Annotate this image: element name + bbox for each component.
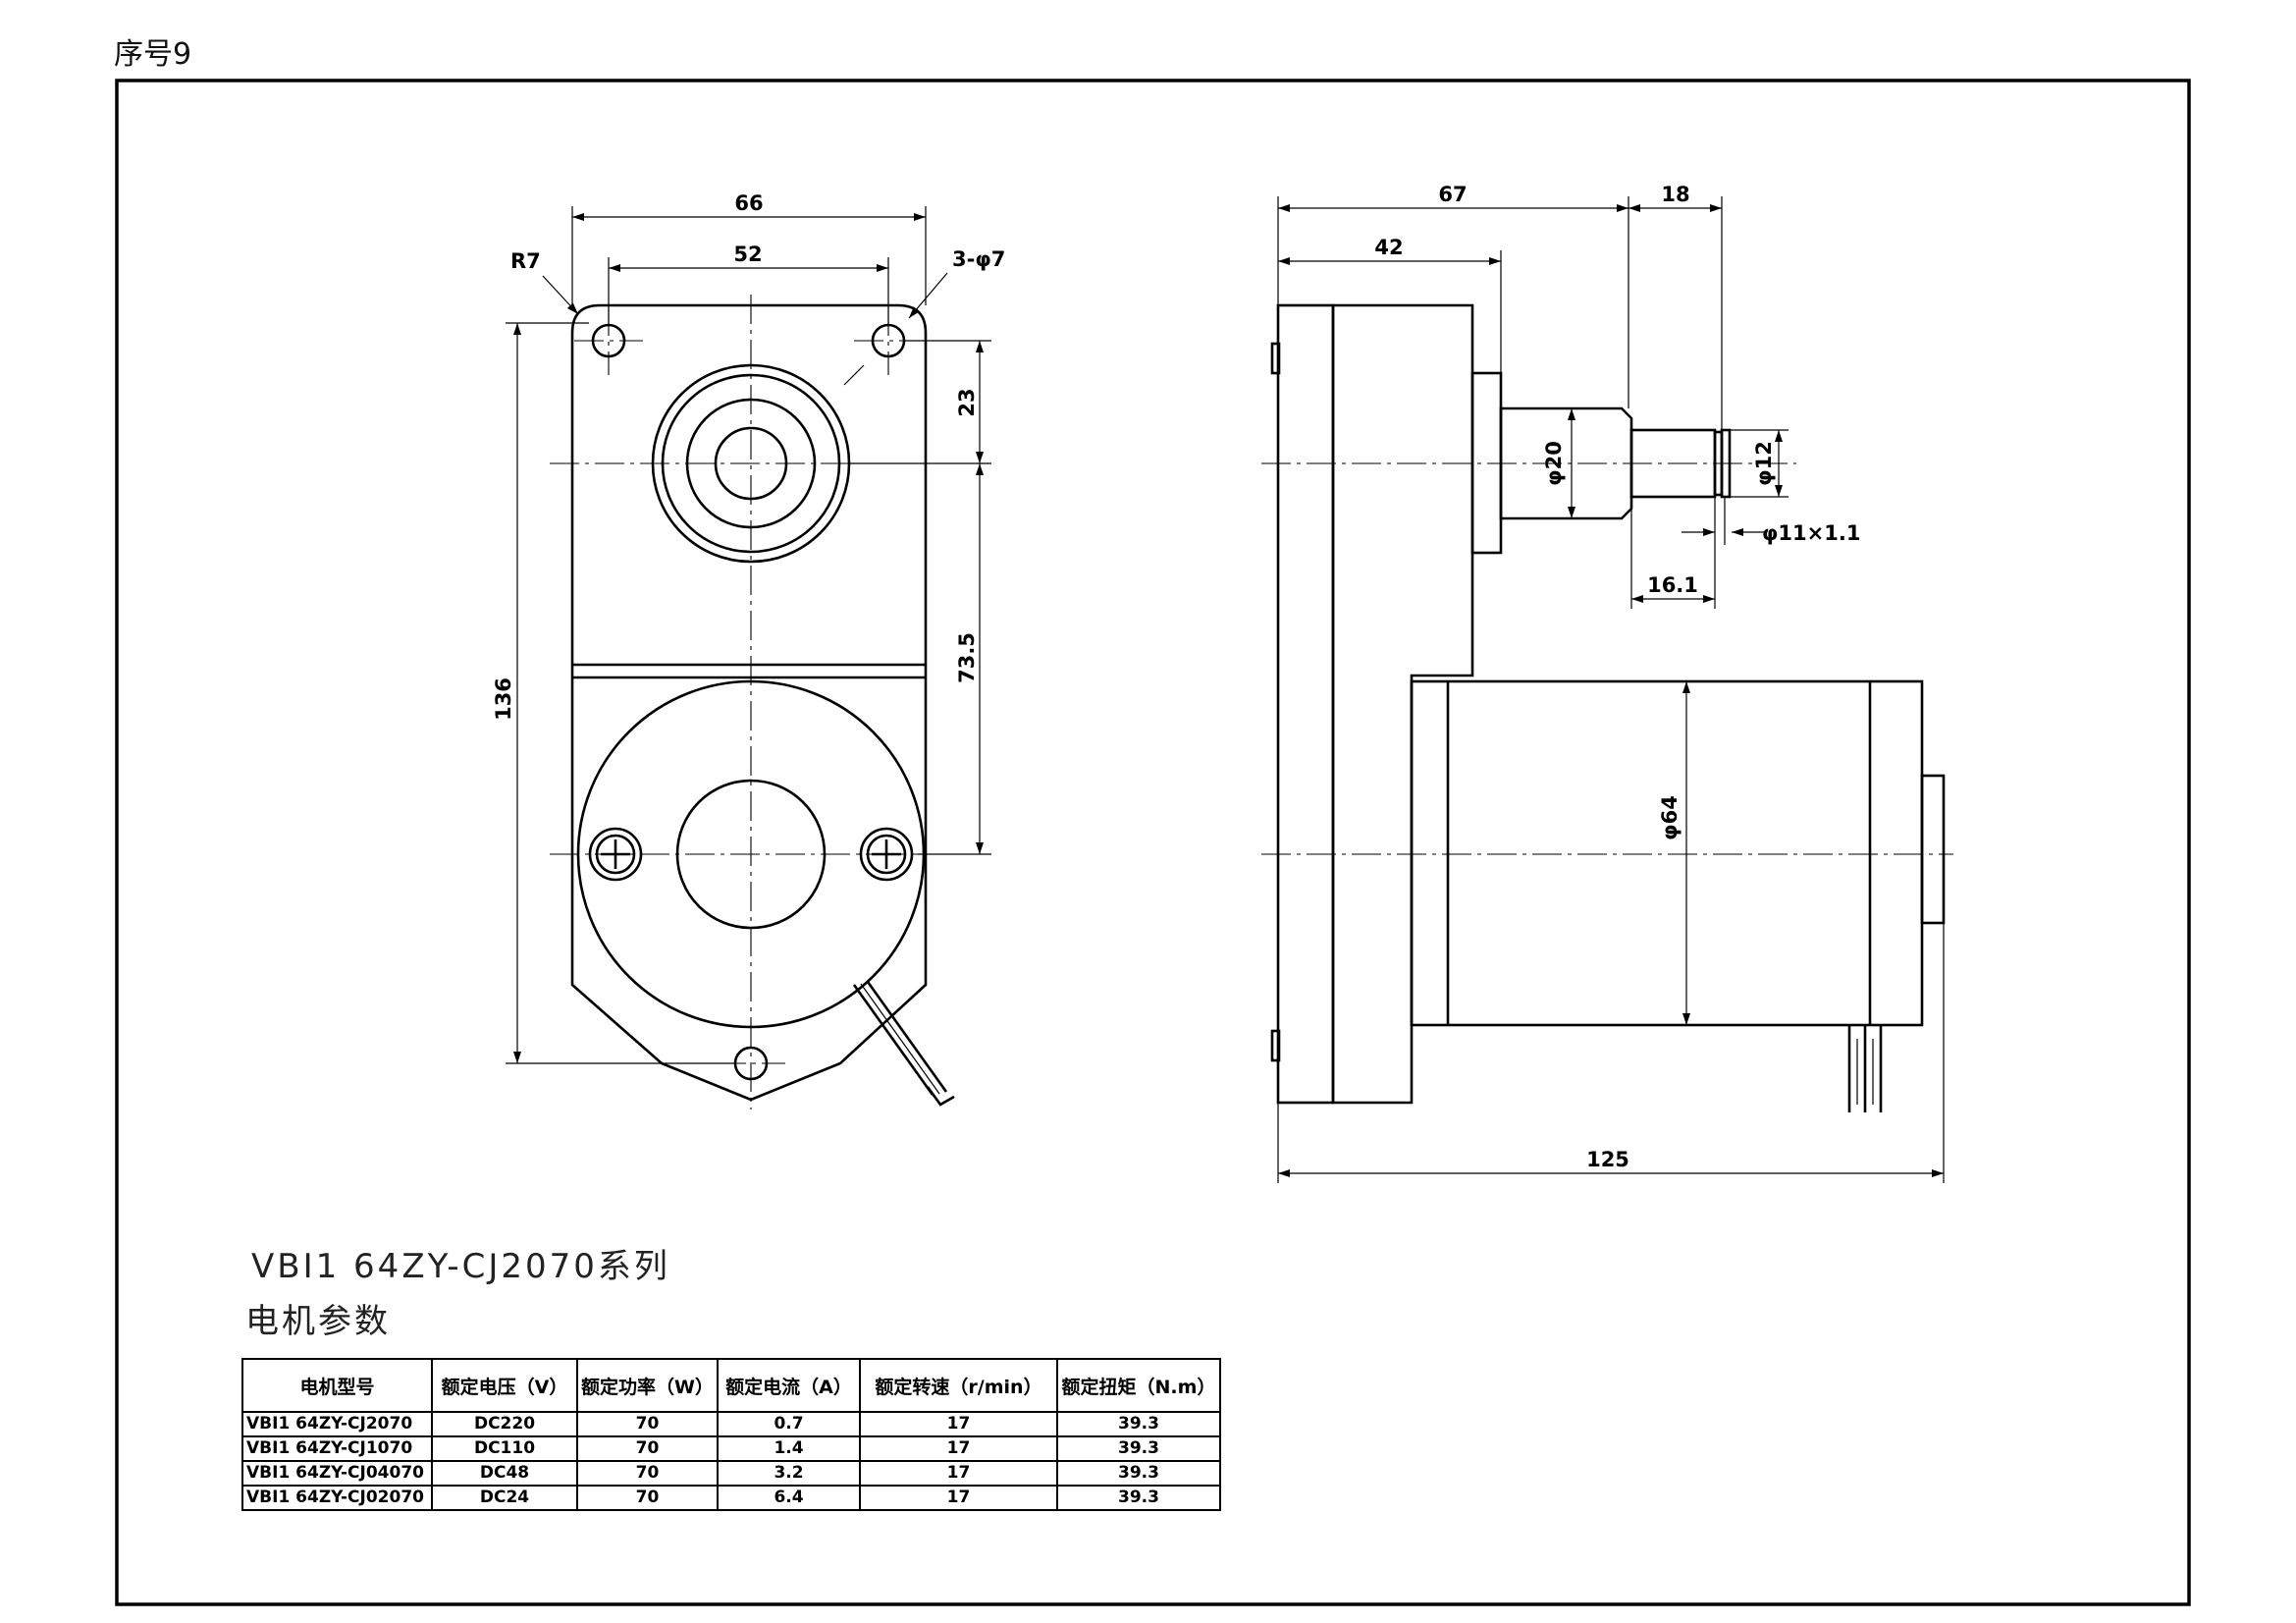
dim-groove-position: 16.1 <box>1647 573 1698 597</box>
dim-gearbox-depth: 42 <box>1374 236 1403 259</box>
cell-voltage: DC110 <box>431 1435 578 1462</box>
cell-voltage: DC48 <box>431 1460 578 1487</box>
col-header-model: 电机型号 <box>241 1358 433 1413</box>
spec-table-header-row: 电机型号 额定电压（V） 额定功率（W） 额定电流（A） 额定转速（r/min）… <box>241 1358 1221 1413</box>
dim-groove: φ11×1.1 <box>1762 521 1860 545</box>
col-header-torque: 额定扭矩（N.m） <box>1056 1358 1221 1413</box>
motor-body <box>1410 679 1924 1027</box>
col-header-power: 额定功率（W） <box>576 1358 719 1413</box>
cell-model: VBI1 64ZY-CJ04070 <box>241 1460 433 1487</box>
motor-rear-cap <box>1920 774 1946 925</box>
dim-hole-spacing: 52 <box>733 243 762 266</box>
dim-boss-diameter: φ20 <box>1542 441 1566 486</box>
dim-corner-radius: R7 <box>510 249 541 273</box>
dim-overall-height: 136 <box>492 677 515 721</box>
lead-wires-front <box>852 981 955 1107</box>
sheet-border <box>115 79 2191 1606</box>
gearbox-plate <box>1276 303 1335 1105</box>
cell-current: 3.2 <box>717 1460 861 1487</box>
dim-mount-holes: 3-φ7 <box>952 247 1005 271</box>
cell-current: 1.4 <box>717 1435 861 1462</box>
cell-torque: 39.3 <box>1056 1485 1221 1511</box>
cell-model: VBI1 64ZY-CJ2070 <box>241 1411 433 1437</box>
dim-shaft-length: 18 <box>1661 183 1689 206</box>
col-header-speed: 额定转速（r/min） <box>859 1358 1058 1413</box>
screw-left <box>588 827 643 882</box>
table-row: VBI1 64ZY-CJ02070 DC24 70 6.4 17 39.3 <box>241 1485 1221 1511</box>
cell-speed: 17 <box>859 1411 1058 1437</box>
screw-right <box>859 827 914 882</box>
table-row: VBI1 64ZY-CJ2070 DC220 70 0.7 17 39.3 <box>241 1411 1221 1437</box>
table-row: VBI1 64ZY-CJ1070 DC110 70 1.4 17 39.3 <box>241 1435 1221 1462</box>
cell-current: 6.4 <box>717 1485 861 1511</box>
cell-torque: 39.3 <box>1056 1435 1221 1462</box>
cell-torque: 39.3 <box>1056 1460 1221 1487</box>
dim-overall-width: 66 <box>734 191 763 215</box>
cell-speed: 17 <box>859 1460 1058 1487</box>
cell-power: 70 <box>576 1411 719 1437</box>
lead-wires-side <box>1847 1025 1883 1112</box>
motor-boss <box>675 779 827 930</box>
dim-motor-diameter: φ64 <box>1658 795 1682 840</box>
front-view: 66 52 R7 3-φ7 23 73.5 136 <box>492 191 1005 1109</box>
cell-voltage: DC220 <box>431 1411 578 1437</box>
cell-speed: 17 <box>859 1485 1058 1511</box>
cell-power: 70 <box>576 1485 719 1511</box>
params-title: 电机参数 <box>245 1302 391 1341</box>
mount-hole-left <box>591 323 626 358</box>
cell-current: 0.7 <box>717 1411 861 1437</box>
spec-table: 电机型号 额定电压（V） 额定功率（W） 额定电流（A） 额定转速（r/min）… <box>241 1358 1221 1511</box>
dim-shaft-to-motor: 73.5 <box>955 632 979 683</box>
cell-speed: 17 <box>859 1435 1058 1462</box>
cell-model: VBI1 64ZY-CJ02070 <box>241 1485 433 1511</box>
sheet-number: 序号9 <box>114 37 192 72</box>
dim-overall-length: 125 <box>1586 1148 1629 1171</box>
cell-torque: 39.3 <box>1056 1411 1221 1437</box>
cell-power: 70 <box>576 1435 719 1462</box>
dim-gearbox-to-shoulder: 67 <box>1438 183 1467 206</box>
cell-power: 70 <box>576 1460 719 1487</box>
dim-shaft-diameter: φ12 <box>1752 441 1776 486</box>
dim-top-to-shaft: 23 <box>955 388 979 416</box>
side-view: 67 18 42 φ20 φ12 φ11×1.1 16.1 φ64 <box>1261 183 1953 1183</box>
gearbox-body <box>1331 303 1474 1105</box>
cell-model: VBI1 64ZY-CJ1070 <box>241 1435 433 1462</box>
front-housing-outline <box>570 303 928 1102</box>
table-row: VBI1 64ZY-CJ04070 DC48 70 3.2 17 39.3 <box>241 1460 1221 1487</box>
col-header-voltage: 额定电压（V） <box>431 1358 578 1413</box>
col-header-current: 额定电流（A） <box>717 1358 861 1413</box>
cell-voltage: DC24 <box>431 1485 578 1511</box>
series-title: VBI1 64ZY-CJ2070系列 <box>251 1247 670 1286</box>
output-stem <box>1499 406 1633 520</box>
